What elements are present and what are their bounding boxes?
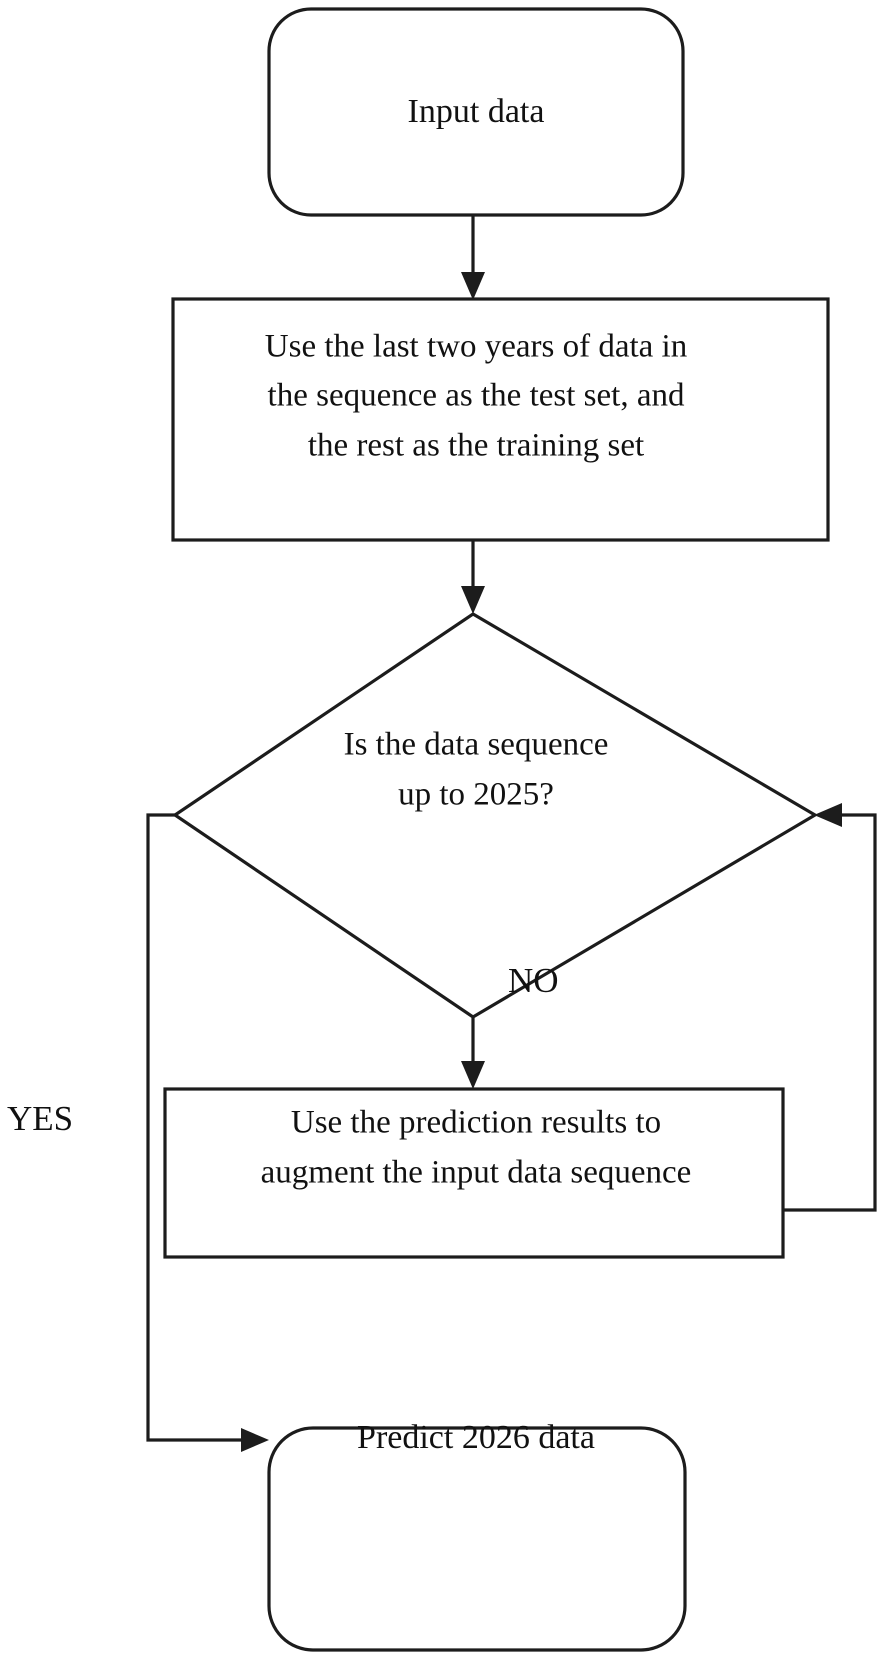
arrowhead-icon	[241, 1428, 269, 1452]
augment-sequence-line-2: augment the input data sequence	[261, 1155, 692, 1191]
node-augment-sequence[interactable]: Use the prediction results to augment th…	[163, 1087, 785, 1259]
predict-2026-shape[interactable]	[267, 1426, 687, 1652]
edge-line	[783, 813, 877, 1212]
split-data-shape[interactable]	[171, 297, 830, 542]
input-data-shape[interactable]	[267, 7, 685, 217]
edge-label-yes: YES	[7, 1099, 73, 1138]
augment-sequence-shape[interactable]	[163, 1087, 785, 1259]
node-split-data[interactable]: Use the last two years of data in the se…	[171, 297, 830, 542]
predict-2026-label: Predict 2026 data	[357, 1419, 595, 1456]
decision-shape[interactable]	[172, 612, 819, 1019]
edge-decision-no-to-augment	[461, 1018, 485, 1089]
arrowhead-icon	[461, 586, 485, 614]
input-data-label: Input data	[408, 93, 545, 130]
edge-label-no: NO	[508, 961, 559, 1000]
node-input-data[interactable]: Input data	[267, 7, 685, 217]
edge-split-to-decision	[461, 540, 485, 614]
node-predict-2026[interactable]: Predict 2026 data	[267, 1419, 687, 1652]
edge-line	[146, 813, 256, 1442]
split-data-line-3: the rest as the training set	[308, 428, 644, 464]
edge-input-to-split	[461, 215, 485, 300]
split-data-line-1: Use the last two years of data in	[265, 329, 687, 365]
node-decision-up-to-2025[interactable]: Is the data sequence up to 2025?	[172, 612, 819, 1019]
edge-augment-loopback-to-decision	[783, 803, 877, 1212]
decision-line-1: Is the data sequence	[344, 727, 609, 763]
decision-line-2: up to 2025?	[398, 777, 554, 813]
arrowhead-icon	[814, 803, 842, 827]
edge-decision-yes-to-predict	[146, 813, 269, 1452]
augment-sequence-line-1: Use the prediction results to	[291, 1105, 661, 1141]
arrowhead-icon	[461, 1061, 485, 1089]
split-data-line-2: the sequence as the test set, and	[268, 378, 685, 414]
arrowhead-icon	[461, 272, 485, 300]
